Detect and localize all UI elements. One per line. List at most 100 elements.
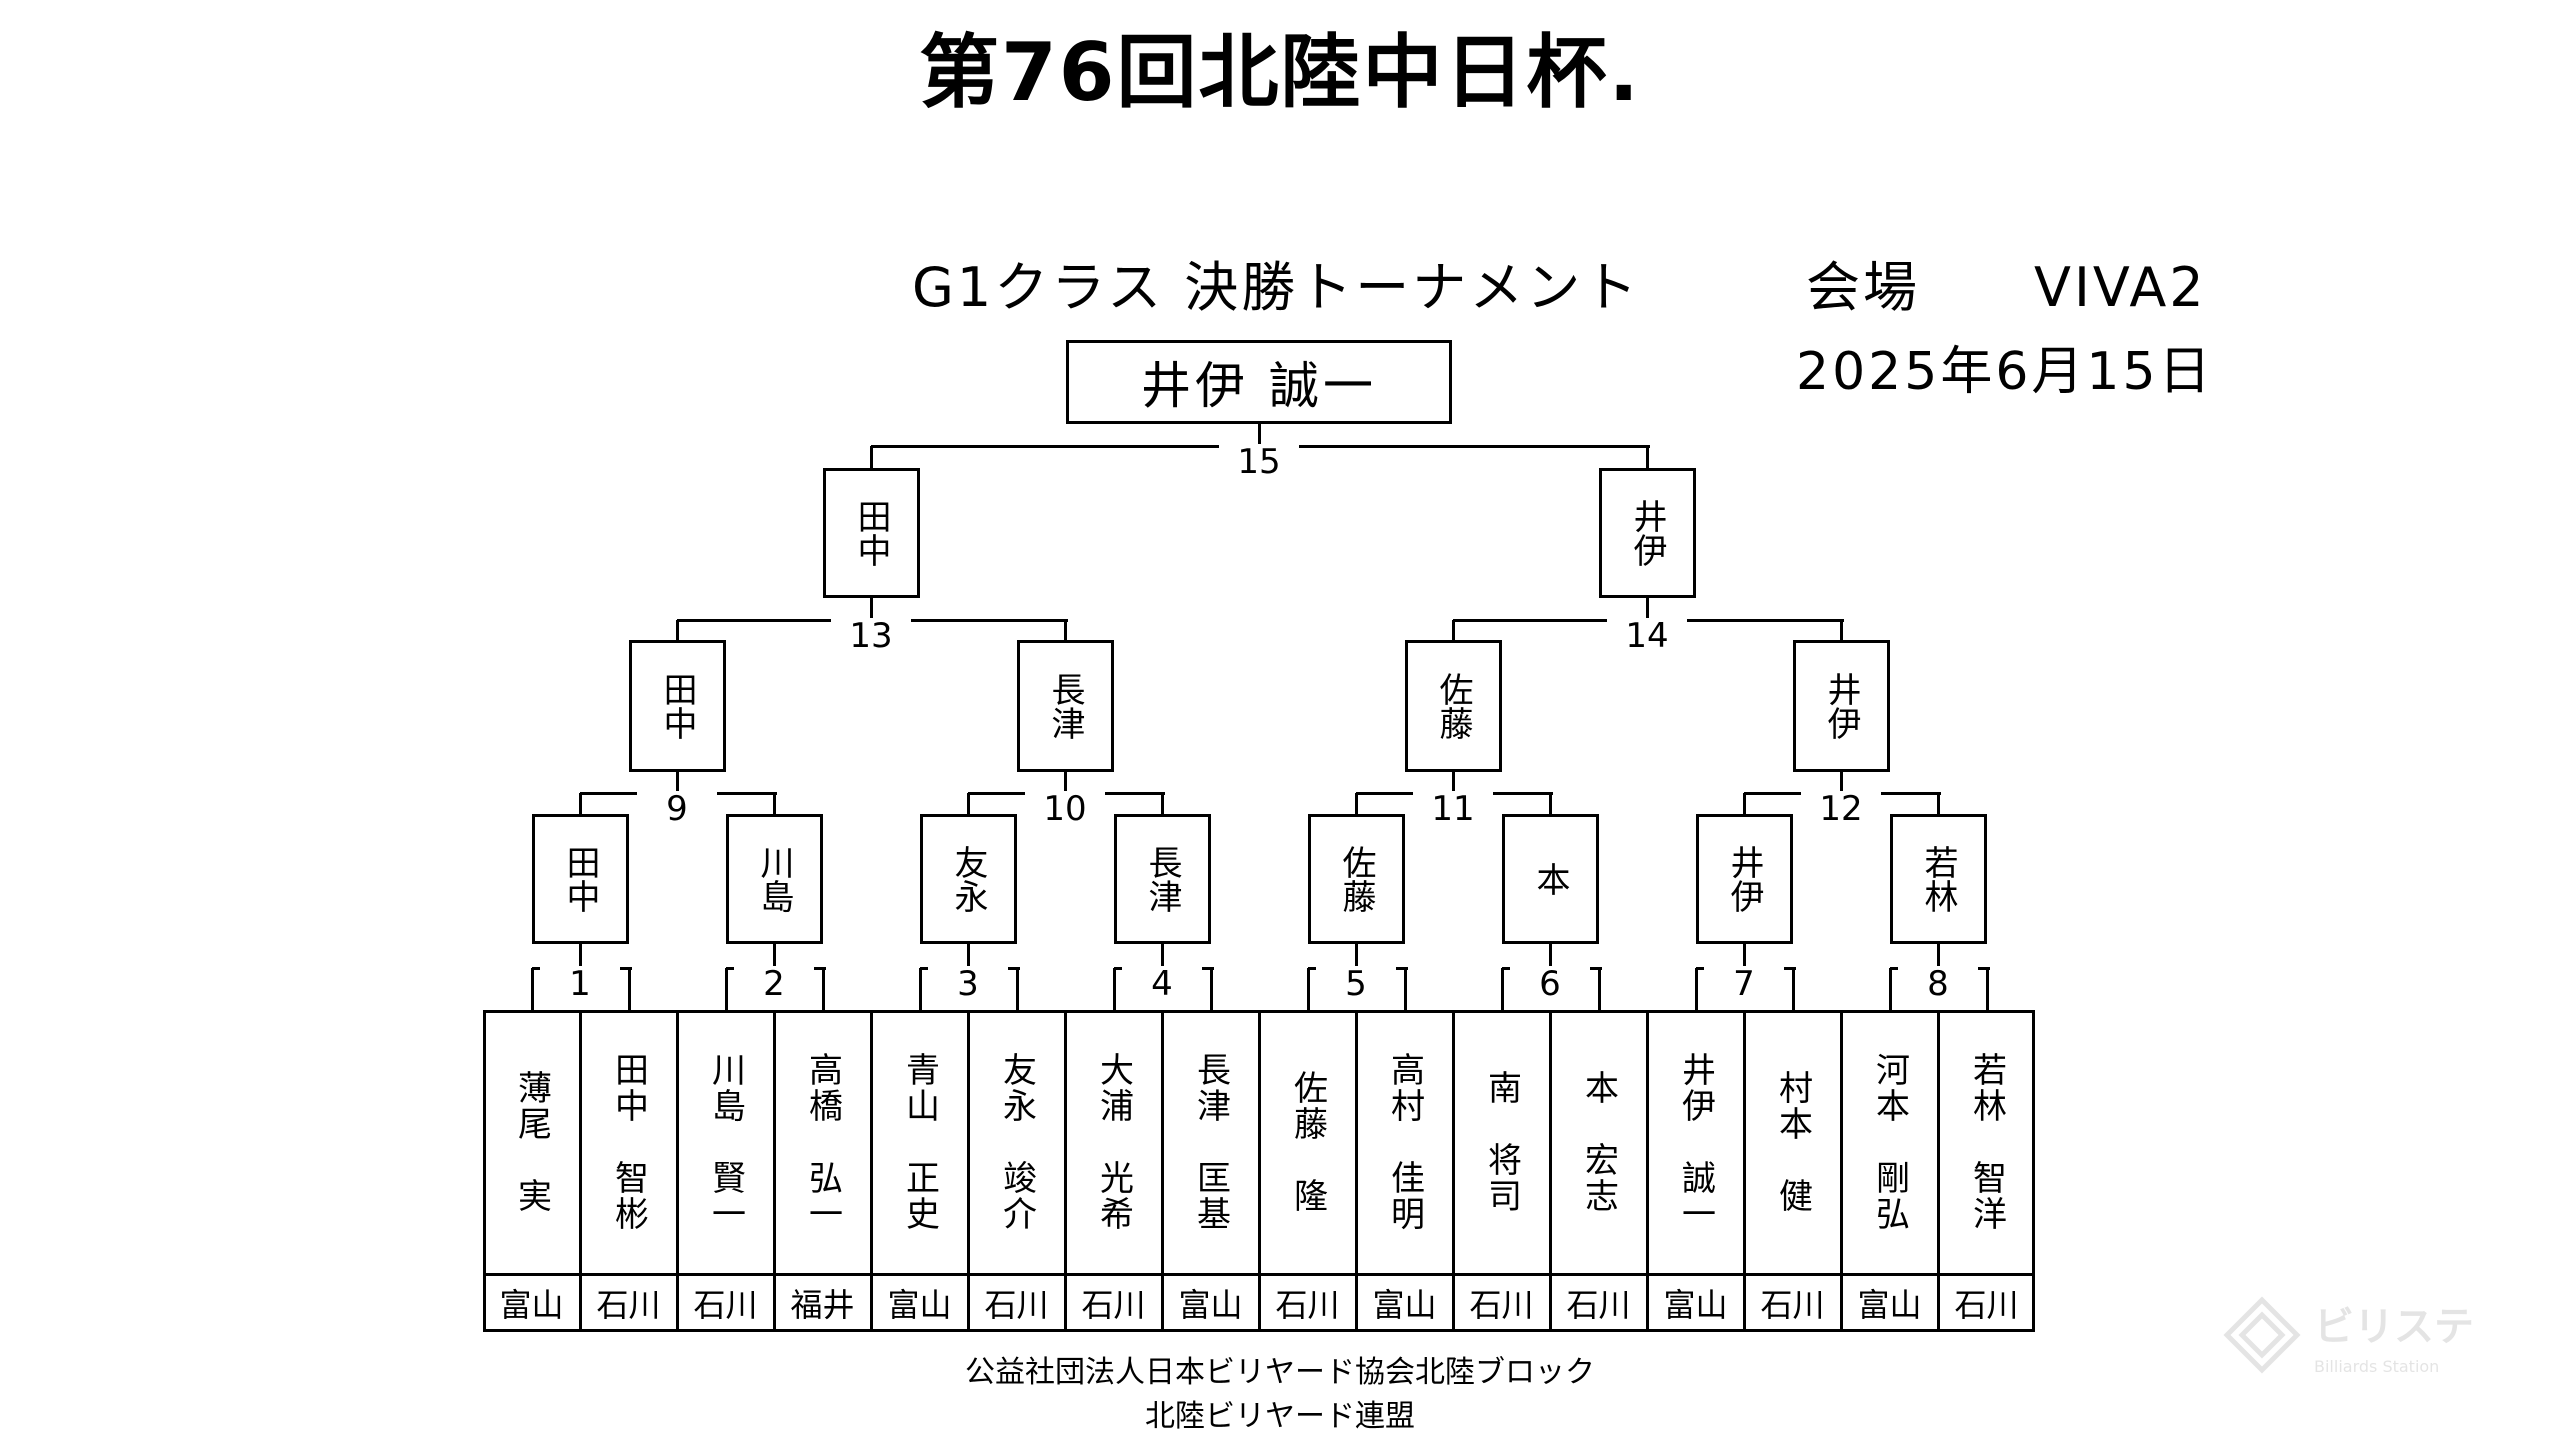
bracket-line (1549, 1010, 1552, 1332)
bracket-line (821, 968, 825, 1010)
bracket-line (1306, 968, 1310, 1010)
bracket-line (1743, 793, 1746, 814)
bracket-line (1840, 620, 1843, 640)
match-number-m15: 15 (1219, 444, 1299, 480)
bracket-line (1258, 1010, 1261, 1332)
bracket-line (1258, 422, 1261, 446)
winner-box-m13: 田中 (822, 468, 920, 598)
match-number-m5: 5 (1316, 966, 1396, 1002)
winner-name: 井伊 (1627, 499, 1667, 567)
bracket-line (1064, 620, 1067, 640)
bracket-line (1791, 968, 1795, 1010)
player-name: 高村 佳明 (1384, 1052, 1425, 1232)
player-prefecture: 富山 (887, 1286, 952, 1324)
footer-org: 公益社団法人日本ビリヤード協会北陸ブロック (965, 1355, 1595, 1390)
match-number-m11: 11 (1413, 791, 1493, 827)
match-number-m13: 13 (831, 618, 911, 654)
player-name: 井伊 誠一 (1675, 1052, 1716, 1232)
bracket-line (579, 793, 582, 814)
player-prefecture: 石川 (1275, 1286, 1340, 1324)
bracket-line (1355, 1010, 1358, 1332)
page-title: 第76回北陸中日杯. (919, 26, 1641, 119)
logo-subtext: Billiards Station (2314, 1357, 2439, 1376)
winner-name: 田中 (851, 499, 891, 567)
player-name: 若林 智洋 (1966, 1052, 2007, 1232)
bracket-line (967, 944, 970, 968)
venue-name: VIVA2 (2034, 256, 2207, 319)
bracket-line (1694, 968, 1698, 1010)
player-prefecture: 福井 (790, 1286, 855, 1324)
bracket-line (1646, 598, 1649, 620)
bracket-line (1840, 772, 1843, 793)
winner-box-m6: 本 (1501, 814, 1599, 944)
player-cell: 川島 賢一 (677, 1010, 774, 1274)
billiards-station-logo: ビリステ Billiards Station (2223, 1296, 2474, 1376)
bracket-line (627, 968, 631, 1010)
bracket-line (1985, 968, 1989, 1010)
bracket-line (1403, 968, 1407, 1010)
player-prefecture: 富山 (499, 1286, 564, 1324)
player-name: 高橋 弘一 (802, 1052, 843, 1232)
player-name: 本 宏志 (1578, 1070, 1619, 1214)
footer-federation: 北陸ビリヤード連盟 (1145, 1399, 1415, 1434)
winner-name: 本 (1530, 862, 1570, 896)
player-cell: 南 将司 (1453, 1010, 1550, 1274)
bracket-line (1937, 944, 1940, 968)
bracket-line (870, 1010, 873, 1332)
bracket-line (1161, 1010, 1164, 1332)
winner-box-m2: 川島 (725, 814, 823, 944)
match-number-m12: 12 (1801, 791, 1881, 827)
player-cell: 本 宏志 (1550, 1010, 1647, 1274)
bracket-line (1452, 1010, 1455, 1332)
player-prefecture: 石川 (693, 1286, 758, 1324)
winner-name: 田中 (560, 845, 600, 913)
player-prefecture: 石川 (1566, 1286, 1631, 1324)
winner-name: 田中 (657, 672, 697, 740)
player-prefecture: 石川 (1954, 1286, 2019, 1324)
winner-box-m3: 友永 (919, 814, 1017, 944)
bracket-line (1209, 968, 1213, 1010)
player-prefecture: 富山 (1663, 1286, 1728, 1324)
winner-name: 佐藤 (1433, 672, 1473, 740)
bracket-line (1549, 793, 1552, 814)
winner-box-m11: 佐藤 (1404, 640, 1502, 772)
player-name: 薄尾 実 (511, 1070, 552, 1214)
bracket-line (1888, 968, 1892, 1010)
player-cell: 田中 智彬 (580, 1010, 677, 1274)
bracket-line (918, 968, 922, 1010)
player-name: 青山 正史 (899, 1052, 940, 1232)
player-name: 南 将司 (1481, 1070, 1522, 1214)
player-cell: 薄尾 実 (483, 1010, 580, 1274)
player-cell: 友永 竣介 (968, 1010, 1065, 1274)
venue-label: 会場 (1806, 256, 1920, 319)
winner-name: 川島 (754, 845, 794, 913)
player-cell: 高村 佳明 (1356, 1010, 1453, 1274)
bracket-line (1743, 944, 1746, 968)
bracket-line (1743, 1010, 1746, 1332)
player-name: 河本 剛弘 (1869, 1052, 1910, 1232)
bracket-line (773, 793, 776, 814)
winner-name: 井伊 (1821, 672, 1861, 740)
player-cell: 河本 剛弘 (1841, 1010, 1938, 1274)
winner-box-m9: 田中 (628, 640, 726, 772)
bracket-line (870, 598, 873, 620)
winner-name: 長津 (1142, 845, 1182, 913)
player-cell: 青山 正史 (871, 1010, 968, 1274)
winner-box-m12: 井伊 (1792, 640, 1890, 772)
class-title: G1クラス 決勝トーナメント (912, 256, 1641, 319)
bracket-line (579, 1010, 582, 1332)
player-prefecture: 石川 (1469, 1286, 1534, 1324)
match-number-m10: 10 (1025, 791, 1105, 827)
player-name: 川島 賢一 (705, 1052, 746, 1232)
winner-box-m4: 長津 (1113, 814, 1211, 944)
winner-box-m10: 長津 (1016, 640, 1114, 772)
player-prefecture: 富山 (1178, 1286, 1243, 1324)
match-number-m1: 1 (540, 966, 620, 1002)
player-name: 佐藤 隆 (1287, 1070, 1328, 1214)
event-date: 2025年6月15日 (1796, 342, 2214, 402)
match-number-m2: 2 (734, 966, 814, 1002)
bracket-line (676, 620, 679, 640)
player-prefecture: 石川 (596, 1286, 661, 1324)
bracket-line (1452, 772, 1455, 793)
player-prefecture: 石川 (1081, 1286, 1146, 1324)
